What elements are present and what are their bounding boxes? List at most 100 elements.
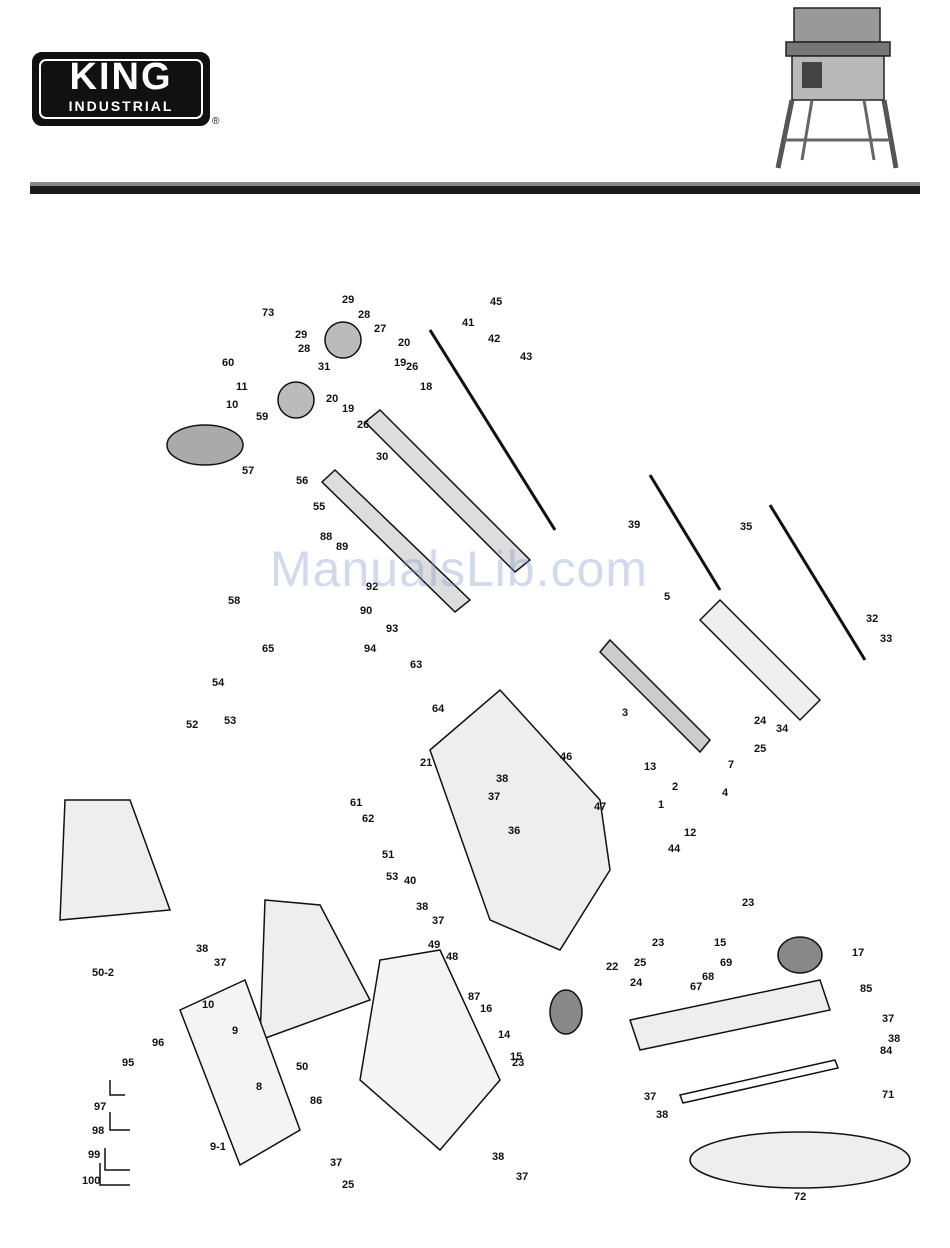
part-label: 29	[342, 294, 354, 306]
part-label: 92	[366, 581, 378, 593]
part-label: 40	[404, 875, 416, 887]
part-label: 28	[358, 309, 370, 321]
planer-thumbnail-image	[775, 7, 899, 169]
part-label: 37	[432, 915, 444, 927]
part-label: 60	[222, 357, 234, 369]
part-label: 42	[488, 333, 500, 345]
part-label: 100	[82, 1175, 100, 1187]
part-label: 9	[232, 1025, 238, 1037]
part-label: 10	[202, 999, 214, 1011]
part-label: 38	[196, 943, 208, 955]
part-label: 85	[860, 983, 872, 995]
part-label: 18	[420, 381, 432, 393]
part-label: 35	[740, 521, 752, 533]
part-label: 26	[357, 419, 369, 431]
part-label: 46	[560, 751, 572, 763]
part-label: 96	[152, 1037, 164, 1049]
part-label: 37	[644, 1091, 656, 1103]
part-label: 89	[336, 541, 348, 553]
part-label: 2	[672, 781, 678, 793]
part-label: 52	[186, 719, 198, 731]
part-label: 28	[298, 343, 310, 355]
part-label: 38	[888, 1033, 900, 1045]
part-label: 9-1	[210, 1141, 226, 1153]
part-label: 72	[794, 1191, 806, 1203]
part-label: 94	[364, 643, 377, 655]
part-label: 93	[386, 623, 398, 635]
part-label: 65	[262, 643, 274, 655]
part-label: 43	[520, 351, 532, 363]
part-label: 10	[226, 399, 238, 411]
part-label: 37	[488, 791, 500, 803]
king-industrial-logo: KING INDUSTRIAL	[32, 52, 210, 126]
part-label: 38	[656, 1109, 668, 1121]
part-label: 19	[342, 403, 354, 415]
part-label: 62	[362, 813, 374, 825]
part-label: 88	[320, 531, 332, 543]
part-label: 26	[406, 361, 418, 373]
part-label: 49	[428, 939, 440, 951]
part-label: 11	[236, 381, 248, 393]
part-label: 87	[468, 991, 480, 1003]
part-label: 24	[754, 715, 767, 727]
registered-mark: ®	[212, 116, 220, 127]
part-label: 3	[622, 707, 628, 719]
part-label: 55	[313, 501, 325, 513]
part-label: 48	[446, 951, 458, 963]
part-label: 23	[652, 937, 664, 949]
part-label: 17	[852, 947, 864, 959]
part-label: 33	[880, 633, 892, 645]
logo-subtitle: INDUSTRIAL	[68, 98, 174, 114]
part-label: 73	[262, 307, 274, 319]
part-label: 95	[122, 1057, 134, 1069]
part-label: 64	[432, 703, 445, 715]
part-label: 53	[224, 715, 236, 727]
part-label: 7	[728, 759, 734, 771]
part-label: 21	[420, 757, 432, 769]
part-label: 53	[386, 871, 398, 883]
part-label: 69	[720, 957, 732, 969]
part-label: 22	[606, 961, 618, 973]
part-label: 15	[714, 937, 726, 949]
part-label: 8	[256, 1081, 262, 1093]
part-label: 39	[628, 519, 640, 531]
part-label: 56	[296, 475, 308, 487]
part-label: 61	[350, 797, 362, 809]
part-label: 34	[776, 723, 789, 735]
part-label: 45	[490, 296, 502, 308]
part-label: 58	[228, 595, 240, 607]
part-label: 14	[498, 1029, 511, 1041]
part-label: 20	[326, 393, 338, 405]
part-label: 67	[690, 981, 702, 993]
part-label: 37	[516, 1171, 528, 1183]
part-label: 44	[668, 843, 681, 855]
part-label: 37	[882, 1013, 894, 1025]
part-label: 57	[242, 465, 254, 477]
part-label: 29	[295, 329, 307, 341]
part-label: 97	[94, 1101, 106, 1113]
part-label: 54	[212, 677, 225, 689]
logo-brand: KING	[69, 56, 173, 98]
part-label: 38	[416, 901, 428, 913]
part-label: 1	[658, 799, 664, 811]
part-label: 90	[360, 605, 372, 617]
part-label: 63	[410, 659, 422, 671]
part-label: 36	[508, 825, 520, 837]
part-label: 41	[462, 317, 474, 329]
part-label: 4	[722, 787, 729, 799]
part-label: 98	[92, 1125, 104, 1137]
part-label: 47	[594, 801, 606, 813]
part-label: 25	[634, 957, 646, 969]
part-label: 84	[880, 1045, 893, 1057]
part-label: 51	[382, 849, 394, 861]
part-label: 37	[330, 1157, 342, 1169]
part-label: 12	[684, 827, 696, 839]
part-label: 20	[398, 337, 410, 349]
part-label: 68	[702, 971, 714, 983]
logo-border	[39, 59, 203, 119]
header-divider	[30, 182, 920, 194]
part-label: 30	[376, 451, 388, 463]
part-label: 25	[342, 1179, 354, 1191]
part-label: 50	[296, 1061, 308, 1073]
